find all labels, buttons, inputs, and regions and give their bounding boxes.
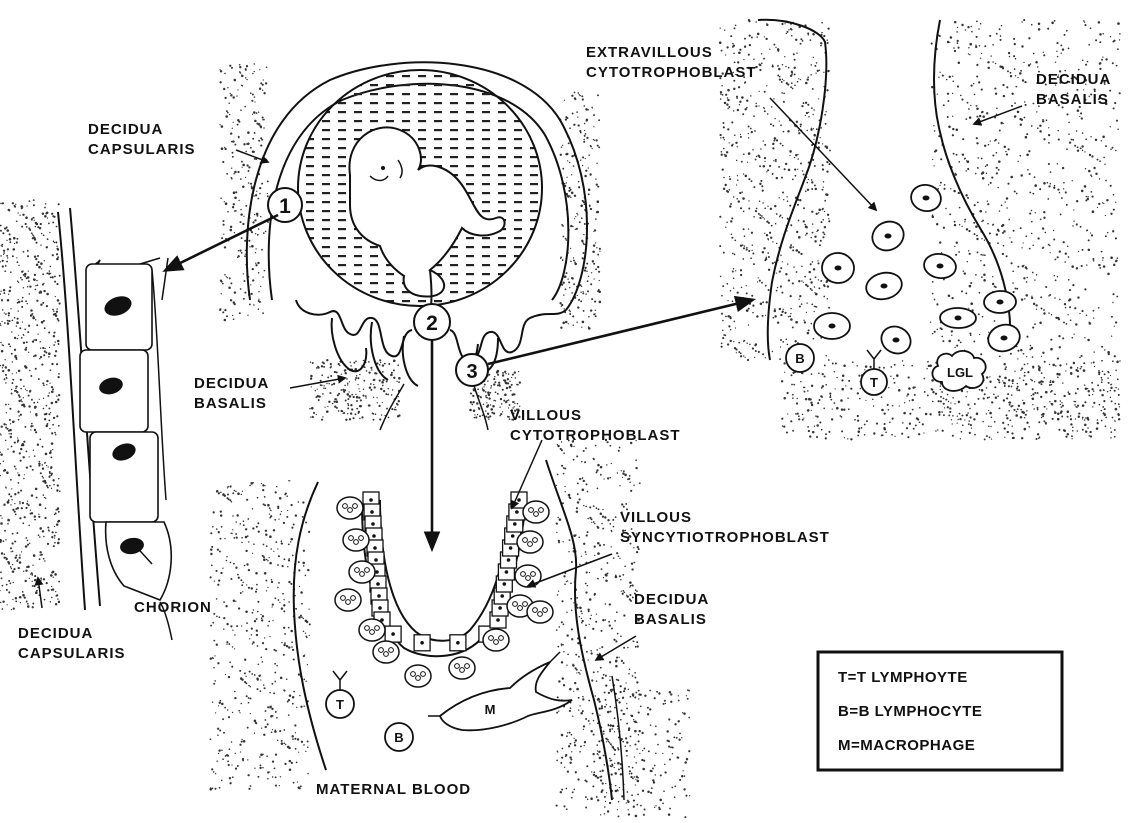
b-cell-label: B — [795, 351, 804, 366]
decidua-basalis-panel: B T LGL — [758, 20, 1023, 395]
extravillous-cell — [867, 216, 908, 255]
label-villous-cytotrophoblast: VILLOUS CYTOTROPHOBLAST — [510, 407, 681, 444]
cytotrophoblast-cell — [450, 635, 466, 651]
syncytiotrophoblast-cluster — [515, 565, 541, 587]
syncytiotrophoblast-cluster — [405, 665, 431, 687]
label-chorion: CHORION — [134, 599, 212, 616]
b-cell-upper: B — [786, 344, 814, 372]
extravillous-cells — [814, 182, 1023, 359]
label-villous-syncytiotrophoblast: VILLOUS SYNCYTIOTROPHOBLAST — [620, 509, 830, 546]
syncytiotrophoblast-cluster — [343, 529, 369, 551]
chorion-cell — [106, 522, 172, 600]
fetus-sac — [247, 62, 587, 430]
arrow-site3-to-decidua — [488, 300, 752, 364]
extravillous-cell — [985, 321, 1023, 356]
extravillous-cell — [814, 313, 850, 339]
syncytiotrophoblast-cluster — [335, 589, 361, 611]
syncytiotrophoblast-cluster — [359, 619, 385, 641]
legend-item-b: B=B LYMPHOCYTE — [838, 703, 982, 720]
label-decidua-basalis-top-right: DECIDUA BASALIS — [1036, 71, 1116, 108]
syncytiotrophoblast-cluster — [449, 657, 475, 679]
lgl-cell: LGL — [932, 351, 985, 391]
label-maternal-blood: MATERNAL BLOOD — [316, 781, 471, 798]
site-marker-2: 2 — [414, 304, 450, 340]
syncytiotrophoblast-cluster — [483, 629, 509, 651]
syncytiotrophoblast-cluster — [523, 501, 549, 523]
legend-box: T=T LYMPHOYTE B=B LYMPHOCYTE M=MACROPHAG… — [818, 652, 1062, 770]
lgl-label: LGL — [947, 365, 973, 380]
legend-item-m: M=MACROPHAGE — [838, 737, 975, 754]
cytotrophoblast-cell — [385, 626, 401, 642]
site-marker-label: 3 — [466, 361, 477, 383]
extravillous-cell — [877, 321, 916, 358]
t-cell-label: T — [336, 697, 344, 712]
macrophage-label: M — [485, 702, 496, 717]
extravillous-cell — [821, 251, 856, 284]
extravillous-cell — [864, 269, 905, 302]
arrow-site1-to-chorion — [166, 215, 278, 270]
syncytiotrophoblast-cluster — [373, 641, 399, 663]
site-marker-label: 2 — [426, 312, 438, 335]
chorion-cells — [80, 264, 171, 600]
extravillous-cell — [908, 182, 943, 214]
label-decidua-basalis-lower-right: DECIDUA BASALIS — [634, 591, 714, 628]
chorion-panel — [58, 208, 172, 640]
villus-panel: M T B — [294, 460, 624, 800]
b-cell-label: B — [394, 730, 403, 745]
syncytiotrophoblast-cluster — [527, 601, 553, 623]
label-decidua-basalis-left: DECIDUA BASALIS — [194, 375, 274, 412]
label-decidua-capsularis-top: DECIDUA CAPSULARIS — [88, 121, 196, 158]
site-marker-3: 3 — [456, 354, 488, 386]
syncytiotrophoblast-cluster — [349, 561, 375, 583]
t-cell-label: T — [870, 375, 878, 390]
syncytiotrophoblast-cluster — [337, 497, 363, 519]
extravillous-cell — [984, 290, 1017, 313]
b-cell-lower: B — [385, 723, 413, 751]
cytotrophoblast-cell — [414, 635, 430, 651]
t-cell-upper: T — [861, 350, 887, 395]
label-extravillous-cytotrophoblast: EXTRAVILLOUS CYTOTROPHOBLAST — [586, 44, 757, 81]
extravillous-cell — [940, 308, 976, 329]
extravillous-cell — [922, 252, 957, 281]
legend-item-t: T=T LYMPHOYTE — [838, 669, 968, 686]
site-marker-label: 1 — [279, 195, 291, 218]
t-cell-lower: T — [326, 671, 354, 718]
syncytiotrophoblast-cluster — [517, 531, 543, 553]
label-decidua-capsularis-bottom: DECIDUA CAPSULARIS — [18, 625, 126, 662]
